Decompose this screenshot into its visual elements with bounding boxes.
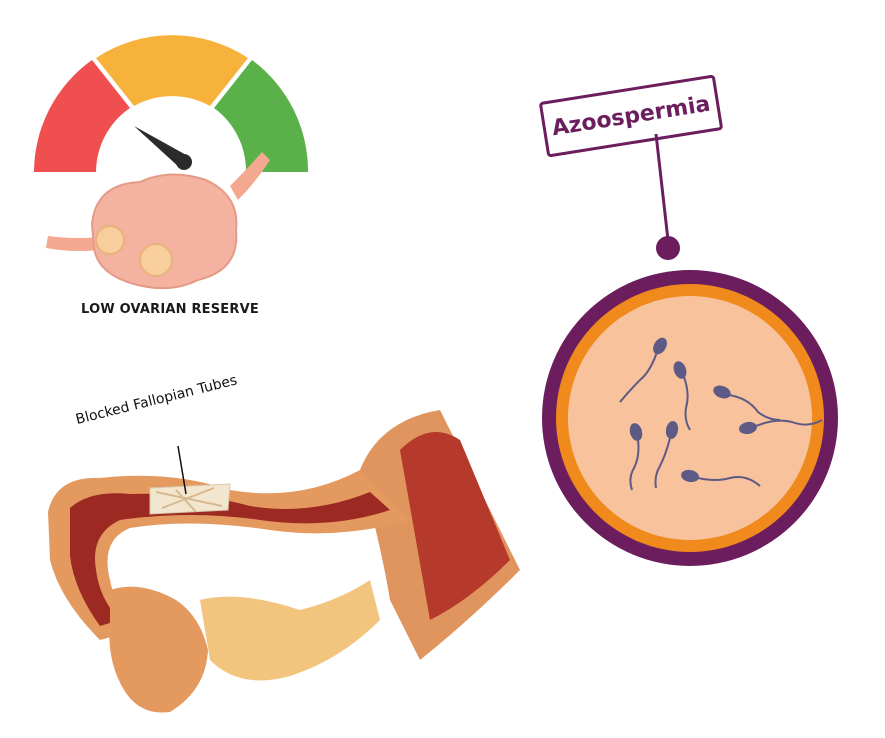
tube-label-pointer (177, 445, 187, 495)
ovarian-reserve-caption: LOW OVARIAN RESERVE (81, 302, 259, 317)
gauge-yellow-segment (96, 35, 248, 106)
petri-fill (568, 296, 812, 540)
ovary-shape (90, 173, 238, 290)
follicle-2 (139, 243, 173, 277)
gauge-green-segment (214, 60, 309, 172)
gauge-red-segment (34, 60, 130, 172)
follicle-1 (95, 225, 125, 255)
sperm-cells (619, 337, 823, 491)
sign-pin (656, 236, 680, 260)
fimbriae (109, 586, 208, 713)
sign-pole (654, 133, 670, 241)
tube-lumen (70, 492, 390, 626)
gauge-needle (134, 126, 188, 168)
